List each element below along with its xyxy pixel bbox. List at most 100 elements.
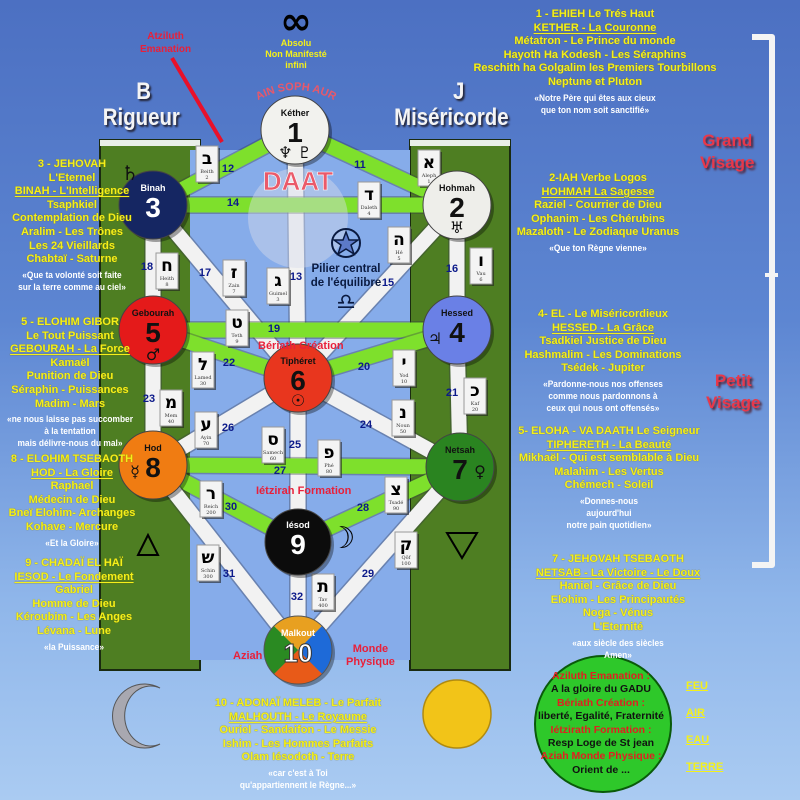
text-line: Séraphin - Puissances	[11, 383, 129, 396]
malkout-quadrant	[263, 625, 298, 675]
tile-bg	[317, 439, 341, 477]
letter-name: Heith	[160, 276, 175, 282]
path-number: 27	[274, 465, 286, 477]
sephira-name: Tiphéret	[280, 356, 315, 366]
letter-name: Tsadé	[389, 499, 404, 506]
sephira-disc	[118, 430, 188, 500]
hebrew-letter: ר	[206, 484, 216, 504]
prayer-quote: «ne nous laisse pas succomber	[7, 414, 133, 426]
path-number: 15	[382, 277, 394, 289]
right-pillar-label: Miséricorde	[394, 104, 509, 131]
prayer-quote: «Pardonne-nous nos offenses	[543, 378, 663, 390]
letter-name: Vau	[475, 271, 486, 277]
letter-value: 90	[393, 506, 399, 512]
worlds-circle	[534, 655, 672, 793]
letter-name: Qôf	[402, 554, 412, 561]
path-number: 30	[225, 501, 237, 513]
path-31[interactable]	[147, 460, 304, 655]
letter-name: Kaf	[471, 401, 481, 407]
letter-value: 9	[235, 339, 238, 345]
text-line: Tsadkiel Justice de Dieu	[539, 335, 667, 348]
path-number: 31	[223, 568, 235, 580]
sephira-name: Gebourah	[132, 308, 175, 318]
prayer-quote: aujourd'hui	[586, 507, 632, 519]
path-27[interactable]	[152, 457, 461, 475]
central-pillar-label-1: Pilier central	[311, 263, 380, 275]
hebrew-letter: ד	[364, 185, 374, 205]
text-line: 10 - ADONAÏ MELEB - Le Parfait	[214, 697, 382, 709]
malkout-quadrant	[273, 650, 323, 684]
text-line: Aralim - Les Trônes	[20, 225, 124, 238]
text-line: Kohave - Mercure	[25, 520, 119, 533]
text-line: Hayoth Ha Kodesh - Les Séraphins	[503, 48, 687, 61]
letter-name: Daleth	[361, 205, 379, 211]
letter-value: 8	[165, 282, 168, 288]
text-line: L'Eternel	[48, 171, 96, 184]
letter-value: 80	[326, 469, 332, 475]
path-15[interactable]	[292, 199, 463, 384]
tile-bg	[222, 259, 246, 297]
right-pillar-cap	[410, 140, 510, 146]
sephira-name: Iésod	[286, 520, 310, 530]
letter-name: Samech	[263, 450, 284, 456]
hebrew-letter: צ	[390, 480, 401, 500]
letter-value: 10	[401, 379, 407, 385]
text-line: Mazaloth - Le Zodiaque Uranus	[516, 226, 680, 239]
tile-bg	[387, 226, 411, 264]
hebrew-letter: ת	[317, 577, 329, 597]
text-line: Ophanim - Les Chérubins	[531, 212, 665, 225]
letter-value: 200	[206, 510, 216, 516]
hebrew-letter: ס	[267, 430, 279, 450]
sephira-disc	[422, 170, 492, 240]
sephira-name: Malkout	[281, 628, 315, 638]
tile-bg	[191, 351, 215, 389]
sephira-title: MALHOUTH - Le Royaume	[228, 710, 368, 723]
sephira-name: Netsah	[445, 445, 475, 455]
path-29[interactable]	[292, 462, 466, 655]
path-number: 16	[446, 263, 458, 275]
triangle-up-icon	[136, 532, 160, 556]
text-line: Raphael	[50, 480, 94, 493]
text-line: L'Eternité	[592, 620, 644, 633]
letter-value: 2	[205, 175, 208, 181]
sephira-disc	[118, 170, 188, 240]
sephira-title: KETHER - La Couronne	[533, 21, 657, 34]
letter-value: 400	[318, 603, 328, 609]
sephira-disc	[260, 95, 330, 165]
